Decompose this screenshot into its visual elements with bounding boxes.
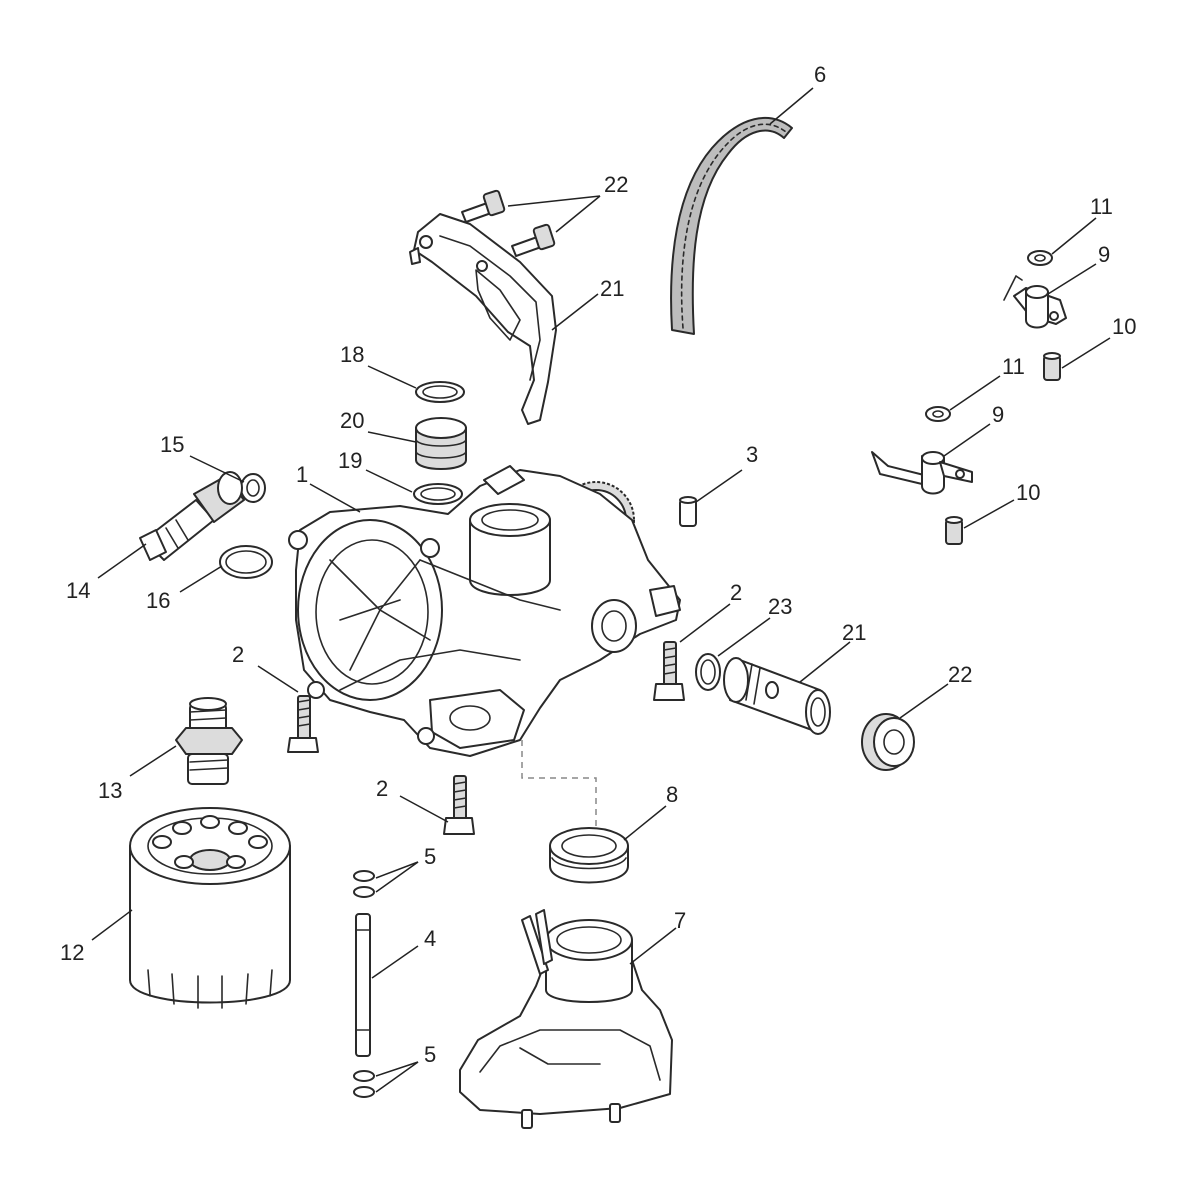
sealing-washer	[240, 473, 266, 503]
oil-strainer	[459, 909, 673, 1129]
plug	[861, 713, 915, 771]
callout-5: 5	[424, 844, 436, 869]
callout-16: 16	[146, 588, 170, 613]
washers-lower	[353, 1070, 375, 1098]
bracket-bolts	[461, 189, 556, 257]
leader-lines	[91, 87, 1111, 1093]
callout-12: 12	[60, 940, 84, 965]
strainer-seal	[549, 827, 629, 884]
callout-9: 9	[1098, 242, 1110, 267]
drive-chain	[670, 116, 793, 335]
callout-17: 18	[340, 342, 364, 367]
bolt-left	[287, 695, 319, 753]
jet-bolt-upper	[1043, 352, 1061, 381]
callout-7: 7	[674, 908, 686, 933]
oil-filter	[129, 807, 291, 1009]
pressure-switch	[139, 471, 245, 561]
callout-8: 8	[666, 782, 678, 807]
bolt-right	[653, 641, 685, 701]
oil-jet-lower	[871, 406, 973, 495]
callout-22: 22	[948, 662, 972, 687]
callout-9: 9	[992, 402, 1004, 427]
callout-2: 2	[232, 642, 244, 667]
callout-2: 2	[376, 776, 388, 801]
callout-21: 21	[842, 620, 866, 645]
callout-11: 11	[1002, 354, 1025, 379]
hidden-line	[521, 740, 597, 830]
callout-6: 6	[814, 62, 826, 87]
callout-18: 20	[340, 408, 364, 433]
callout-23: 23	[768, 594, 792, 619]
dowel-pin	[679, 496, 697, 527]
callout-2: 2	[730, 580, 742, 605]
callout-20: 22	[604, 172, 628, 197]
o-ring-valve	[695, 653, 721, 691]
callout-19: 21	[600, 276, 624, 301]
relief-valve	[723, 657, 831, 735]
callout-10: 10	[1016, 480, 1040, 505]
callout-11: 11	[1090, 194, 1113, 219]
callout-1: 1	[296, 462, 308, 487]
oil-pump-body	[288, 465, 681, 757]
jet-bolt-lower	[945, 516, 963, 545]
callout-labels: 6 22 11 9 21 10 18 11 9 20 15 3 19 1 10 …	[60, 62, 1136, 1067]
callout-14: 14	[66, 578, 90, 603]
filter-adapter	[175, 697, 243, 785]
spacer-sleeve	[415, 417, 467, 470]
bolt-center	[443, 775, 475, 835]
washers-upper	[353, 870, 375, 898]
washer-upper	[1027, 250, 1053, 266]
callout-3: 3	[746, 442, 758, 467]
callout-10: 10	[1112, 314, 1136, 339]
callout-5: 5	[424, 1042, 436, 1067]
callout-17: 19	[338, 448, 362, 473]
oil-jet-upper	[1003, 250, 1067, 329]
callout-4: 4	[424, 926, 436, 951]
callout-15: 15	[160, 432, 184, 457]
stud	[355, 913, 371, 1057]
callout-13: 13	[98, 778, 122, 803]
chain-guide-bracket	[409, 213, 557, 425]
